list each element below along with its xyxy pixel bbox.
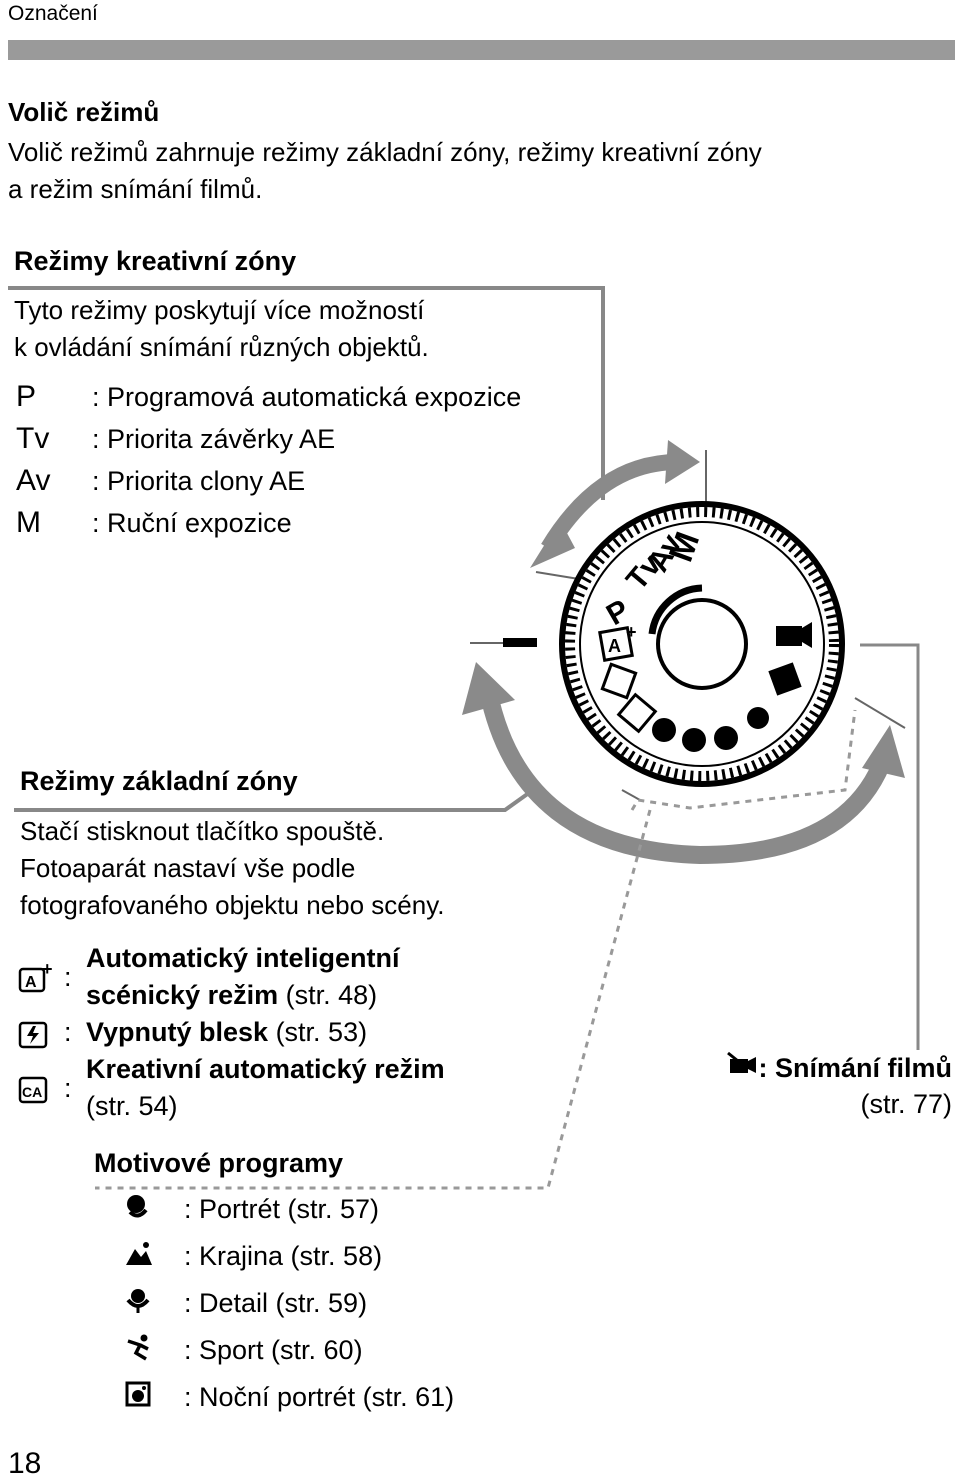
creative-auto-icon: CA : — [18, 1051, 86, 1125]
movie-bracket-line — [860, 643, 920, 1050]
dial-intro-line-2: a režim snímání filmů. — [8, 174, 263, 204]
mode-desc: : Ruční expozice — [92, 508, 292, 538]
flash-off-icon: : — [18, 1014, 86, 1051]
creative-line-1: Tyto režimy poskytují více možností — [14, 295, 425, 325]
creative-zone-text: Tyto režimy poskytují více možností k ov… — [14, 292, 429, 366]
mode-desc: : Programová automatická expozice — [92, 382, 522, 412]
mode-name-line-1: Automatický inteligentní — [86, 943, 400, 973]
page-ref: (str. 54) — [86, 1091, 178, 1121]
page-number: 18 — [8, 1447, 42, 1480]
scene-program-list: : Portrét (str. 57) : Krajina (str. 58) … — [124, 1186, 454, 1421]
scene-row-portrait: : Portrét (str. 57) — [124, 1186, 454, 1233]
basic-mode-row: A + : Automatický inteligentní scénický r… — [18, 940, 578, 1014]
closeup-icon — [124, 1286, 184, 1321]
dial-intro-text: Volič režimů zahrnuje režimy základní zó… — [8, 134, 762, 208]
scene-row-night-portrait: : Noční portrét (str. 61) — [124, 1374, 454, 1421]
dial-intro-title: Volič režimů — [8, 97, 160, 127]
basic-range-arrow — [479, 688, 894, 865]
basic-mode-desc: Kreativní automatický režim (str. 54) — [86, 1051, 445, 1125]
movie-mode: : Snímání filmů (str. 77) — [696, 1050, 952, 1122]
basic-mode-desc: Automatický inteligentní scénický režim … — [86, 940, 400, 1014]
movie-icon — [724, 1050, 758, 1086]
mode-name-line-2: scénický režim — [86, 980, 279, 1010]
scene-row-closeup: : Detail (str. 59) — [124, 1280, 454, 1327]
creative-bracket-line — [8, 286, 605, 500]
page-ref: (str. 48) — [278, 980, 378, 1010]
basic-zone-text: Stačí stisknout tlačítko spouště. Fotoap… — [20, 813, 445, 924]
night-portrait-icon — [124, 1380, 184, 1415]
page-ref: (str. 53) — [268, 1017, 368, 1047]
basic-zone-title: Režimy základní zóny — [20, 766, 298, 796]
svg-text:+: + — [42, 961, 53, 979]
movie-mode-row: : Snímání filmů — [696, 1050, 952, 1086]
svg-text:+: + — [626, 622, 637, 642]
basic-line-1: Stačí stisknout tlačítko spouště. — [20, 816, 385, 846]
colon: : — [64, 961, 72, 992]
basic-mode-list: A + : Automatický inteligentní scénický r… — [18, 940, 578, 1125]
creative-zone-title: Režimy kreativní zóny — [14, 246, 297, 276]
movie-page-ref: (str. 77) — [860, 1089, 952, 1119]
creative-line-2: k ovládání snímání různých objektů. — [14, 332, 429, 362]
scene-label: : Krajina (str. 58) — [184, 1241, 383, 1271]
scene-label: : Sport (str. 60) — [184, 1335, 363, 1365]
sports-icon — [124, 1333, 184, 1368]
mode-row-p: P : Programová automatická expozice — [16, 380, 521, 422]
mode-row-av: Av : Priorita clony AE — [16, 464, 521, 506]
basic-mode-row: : Vypnutý blesk (str. 53) — [18, 1014, 578, 1051]
basic-line-3: fotografovaného objektu nebo scény. — [20, 890, 445, 920]
scene-row-sports: : Sport (str. 60) — [124, 1327, 454, 1374]
movie-label: : Snímání filmů — [758, 1053, 952, 1083]
mode-desc: : Priorita clony AE — [92, 466, 306, 496]
mode-row-m: M : Ruční expozice — [16, 506, 521, 548]
scene-label: : Noční portrét (str. 61) — [184, 1382, 455, 1412]
header-bar — [8, 40, 955, 60]
scene-row-landscape: : Krajina (str. 58) — [124, 1233, 454, 1280]
scene-label: : Detail (str. 59) — [184, 1288, 368, 1318]
basic-line-2: Fotoaparát nastaví vše podle — [20, 853, 356, 883]
mode-name: Kreativní automatický režim — [86, 1054, 445, 1084]
landscape-icon — [124, 1239, 184, 1274]
colon: : — [64, 1017, 72, 1047]
svg-text:A: A — [608, 636, 621, 656]
basic-mode-desc: Vypnutý blesk (str. 53) — [86, 1014, 367, 1051]
mode-name: Vypnutý blesk — [86, 1017, 269, 1047]
scene-intelligent-auto-icon: A + : — [18, 940, 86, 1014]
mode-code: P — [16, 380, 37, 413]
creative-mode-list: P : Programová automatická expozice Tv :… — [16, 380, 521, 548]
mode-dial: M Av Tv P A + — [559, 501, 845, 787]
mode-code: Tv — [16, 422, 50, 455]
mode-row-tv: Tv : Priorita závěrky AE — [16, 422, 521, 464]
dial-intro-line-1: Volič režimů zahrnuje režimy základní zó… — [8, 137, 762, 167]
portrait-icon — [124, 1192, 184, 1227]
colon: : — [64, 1072, 72, 1103]
basic-mode-row: CA : Kreativní automatický režim (str. 5… — [18, 1051, 578, 1125]
svg-text:A: A — [25, 974, 37, 991]
scene-programs-title: Motivové programy — [94, 1148, 344, 1178]
mode-code: Av — [16, 464, 51, 497]
section-header: Označení — [8, 2, 98, 25]
scene-label: : Portrét (str. 57) — [184, 1194, 380, 1224]
mode-desc: : Priorita závěrky AE — [92, 424, 336, 454]
svg-text:CA: CA — [22, 1084, 42, 1100]
mode-code: M — [16, 506, 41, 539]
